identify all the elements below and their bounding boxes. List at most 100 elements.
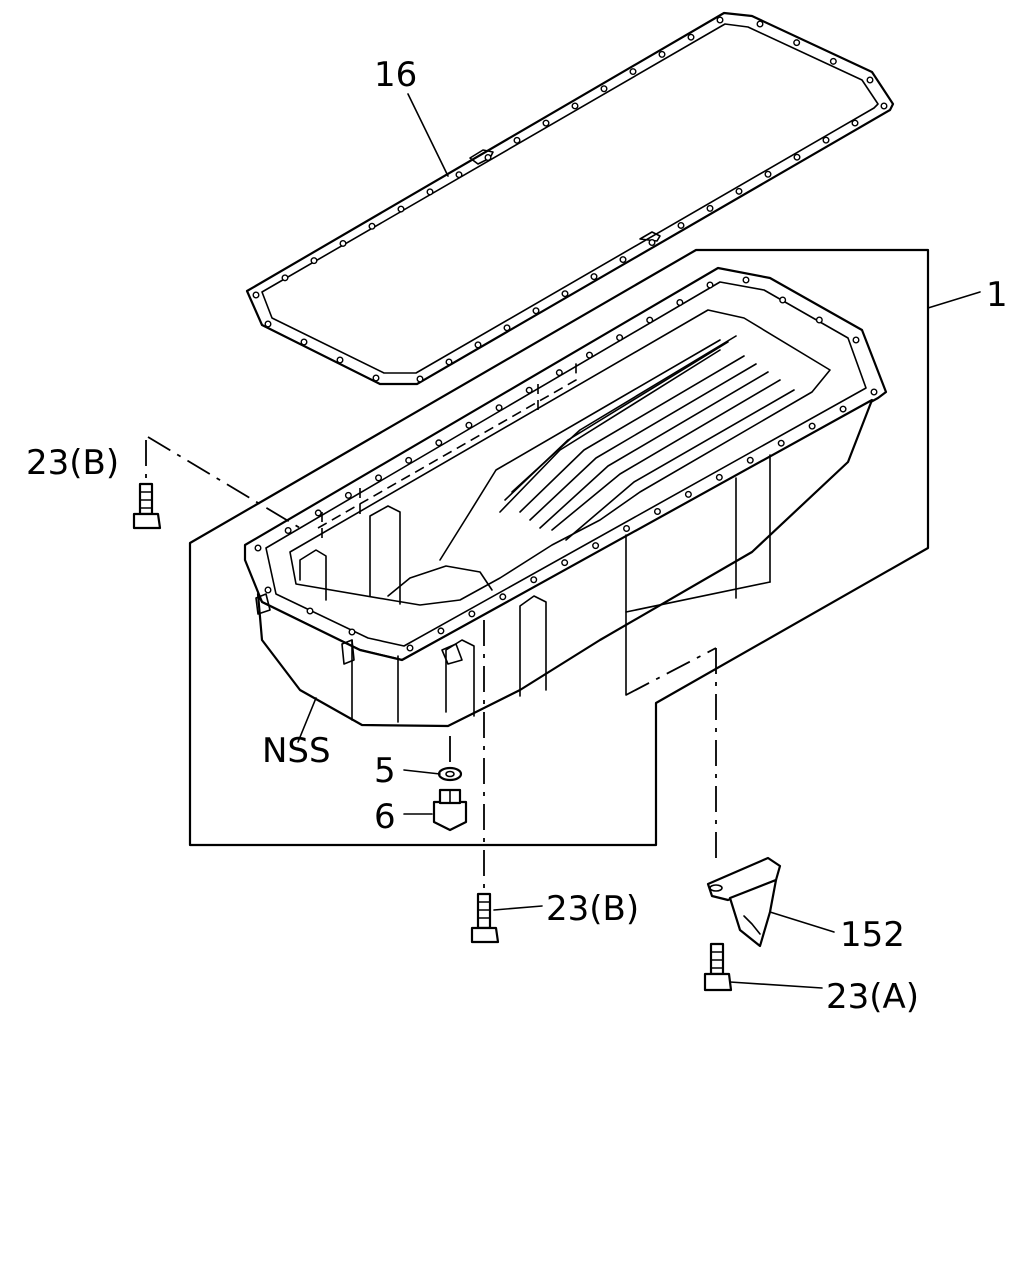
bolt-23b-bottom: [470, 892, 500, 944]
bolt-hole: [742, 276, 750, 284]
bolt-hole: [706, 204, 714, 212]
bolt-23b-left: [132, 482, 162, 530]
bolt-hole: [746, 456, 754, 464]
bolt-hole: [866, 76, 874, 84]
bolt-hole: [445, 358, 453, 366]
bolt-hole: [851, 119, 859, 127]
callout-nss: NSS: [262, 731, 331, 771]
bolt-hole: [839, 405, 847, 413]
bolt-hole: [870, 388, 878, 396]
bolt-hole: [715, 473, 723, 481]
callout-16: 16: [374, 55, 417, 95]
bolt-hole: [495, 404, 503, 412]
bracket: [706, 856, 782, 948]
bolt-hole: [344, 491, 352, 499]
bolt-hole: [793, 39, 801, 47]
callout-23b-bottom: 23(B): [546, 889, 639, 929]
bolt-hole: [416, 375, 424, 383]
drain-plug: [432, 788, 468, 832]
callout-152: 152: [840, 915, 905, 955]
bolt-hole: [764, 170, 772, 178]
bolt-hole: [629, 68, 637, 76]
bolt-hole: [600, 85, 608, 93]
bolt-hole: [252, 291, 260, 299]
bolt-hole: [687, 33, 695, 41]
callout-6: 6: [374, 797, 396, 837]
bolt-hole: [339, 239, 347, 247]
bolt-hole: [499, 593, 507, 601]
assembly-boundary: [188, 248, 930, 847]
bolt-hole: [619, 256, 627, 264]
leader-lines: [297, 93, 981, 989]
bolt-hole: [435, 439, 443, 447]
callout-5: 5: [374, 751, 396, 791]
bolt-hole: [777, 439, 785, 447]
bolt-hole: [310, 257, 318, 265]
bolt-hole: [880, 102, 888, 110]
bolt-hole: [254, 544, 262, 552]
gasket-bolt-holes: [252, 16, 888, 383]
bolt-hole: [756, 20, 764, 28]
bolt-hole: [684, 490, 692, 498]
bolt-hole: [465, 421, 473, 429]
bolt-hole: [484, 153, 492, 161]
bolt-hole: [616, 334, 624, 342]
bolt-hole: [735, 187, 743, 195]
bolt-hole: [585, 351, 593, 359]
bolt-hole: [406, 644, 414, 652]
bolt-hole: [405, 456, 413, 464]
bolt-hole: [623, 525, 631, 533]
oil-pan-gasket: [245, 11, 895, 386]
bolt-hole: [281, 274, 289, 282]
bolt-hole: [815, 316, 823, 324]
bolt-hole: [455, 171, 463, 179]
oil-pan: [243, 266, 888, 728]
bolt-hole: [706, 281, 714, 289]
bolt-hole: [646, 316, 654, 324]
bolt-hole: [676, 299, 684, 307]
bolt-hole: [368, 222, 376, 230]
bolt-hole: [532, 307, 540, 315]
oil-pan-bolt-holes: [254, 276, 878, 652]
bolt-hole: [336, 356, 344, 364]
bolt-hole: [264, 320, 272, 328]
bolt-hole: [822, 136, 830, 144]
bolt-hole: [306, 607, 314, 615]
bolt-hole: [397, 205, 405, 213]
bolt-hole: [468, 610, 476, 618]
bolt-hole: [375, 474, 383, 482]
callout-23a: 23(A): [826, 977, 919, 1017]
callout-1: 1: [986, 275, 1008, 315]
bolt-hole: [372, 374, 380, 382]
bolt-hole: [779, 296, 787, 304]
bolt-hole: [542, 119, 550, 127]
bolt-23a: [703, 942, 733, 992]
bolt-hole: [264, 586, 272, 594]
bolt-hole: [300, 338, 308, 346]
bolt-hole: [525, 386, 533, 394]
bolt-hole: [314, 509, 322, 517]
bolt-hole: [571, 102, 579, 110]
center-lines: [145, 358, 717, 892]
bolt-hole: [852, 336, 860, 344]
bolt-hole: [793, 153, 801, 161]
bolt-hole: [437, 627, 445, 635]
bolt-hole: [284, 526, 292, 534]
callout-23b-left: 23(B): [26, 443, 119, 483]
bolt-hole: [592, 542, 600, 550]
bolt-hole: [503, 324, 511, 332]
bolt-hole: [648, 238, 656, 246]
bolt-hole: [829, 57, 837, 65]
bolt-hole: [474, 341, 482, 349]
bolt-hole: [561, 559, 569, 567]
bolt-hole: [513, 136, 521, 144]
washer: [437, 766, 463, 782]
bolt-hole: [677, 221, 685, 229]
bolt-hole: [530, 576, 538, 584]
bolt-hole: [658, 50, 666, 58]
bolt-hole: [555, 369, 563, 377]
bolt-hole: [808, 422, 816, 430]
bolt-hole: [426, 188, 434, 196]
bolt-hole: [716, 16, 724, 24]
